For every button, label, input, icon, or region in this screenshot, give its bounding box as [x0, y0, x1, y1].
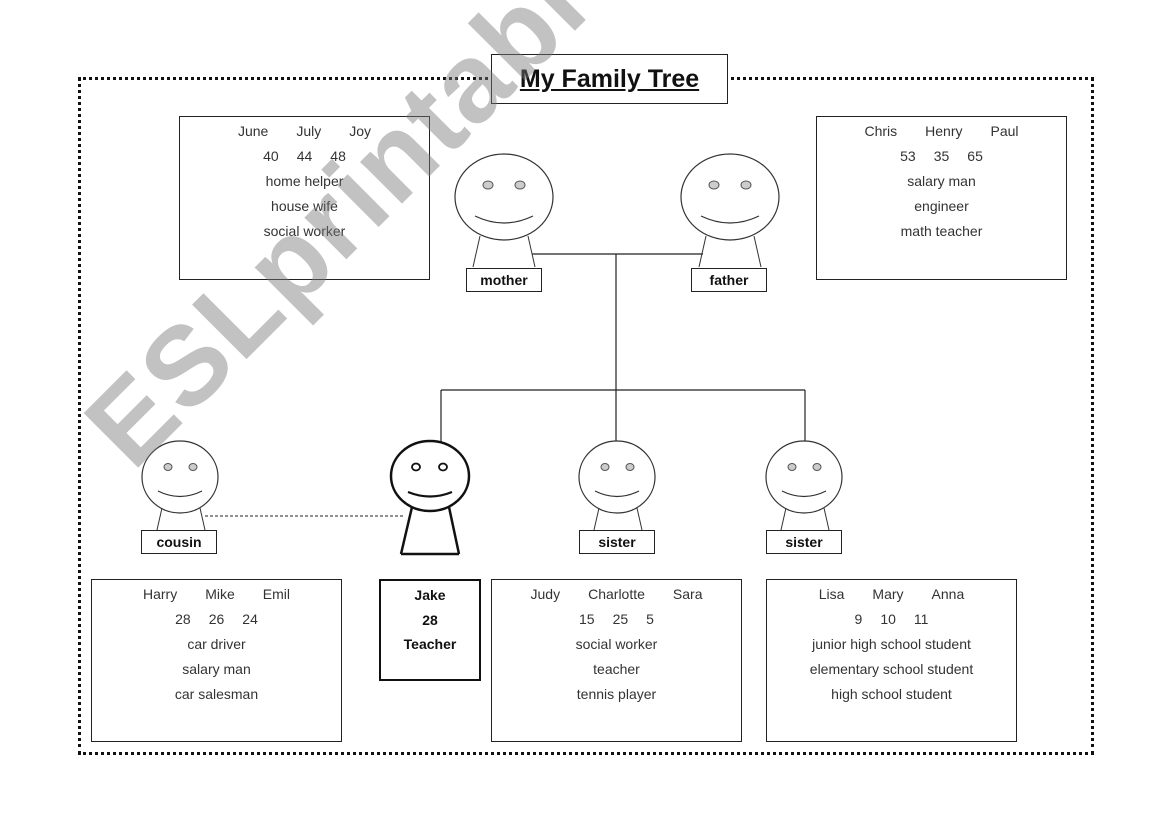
father-info-box: Chris Henry Paul 53 35 65 salary man eng… [816, 116, 1067, 280]
father-ages-row: 53 35 65 [817, 144, 1066, 169]
father-names-row: Chris Henry Paul [817, 119, 1066, 144]
sister1-name: Sara [672, 586, 703, 602]
sister2-age: 10 [880, 611, 896, 627]
mother-job: home helper [265, 173, 344, 189]
mother-names-row: June July Joy [180, 119, 429, 144]
mother-job: social worker [263, 223, 346, 239]
father-name: Henry [925, 123, 963, 139]
sister2-name: Mary [872, 586, 904, 602]
sister2-age: 11 [913, 611, 929, 627]
father-face-icon [680, 153, 780, 268]
father-label: father [691, 268, 767, 292]
sister1-age: 5 [646, 611, 654, 627]
sister2-job: elementary school student [809, 661, 974, 677]
page-title: My Family Tree [519, 64, 700, 93]
father-age: 35 [933, 148, 950, 164]
sister1-face-icon [578, 440, 656, 531]
cousin-age: 28 [175, 611, 191, 627]
sister2-face-icon [765, 440, 843, 531]
mother-job: house wife [271, 198, 338, 214]
cousin-job: car driver [187, 636, 246, 652]
mother-name: July [296, 123, 322, 139]
sister1-name: Judy [530, 586, 561, 602]
sister1-job: social worker [575, 636, 658, 652]
sister1-name: Charlotte [588, 586, 645, 602]
father-name: Paul [990, 123, 1019, 139]
mother-face-icon [454, 153, 554, 268]
father-job: math teacher [900, 223, 983, 239]
jake-name: Jake [414, 587, 446, 603]
sister2-job: junior high school student [812, 636, 971, 652]
mother-name: Joy [349, 123, 372, 139]
mother-name: June [237, 123, 269, 139]
sister1-job: teacher [593, 661, 640, 677]
mother-age: 44 [296, 148, 313, 164]
mother-ages-row: 40 44 48 [180, 144, 429, 169]
sister1-label: sister [579, 530, 655, 554]
sister1-age: 25 [612, 611, 629, 627]
sister2-label: sister [766, 530, 842, 554]
cousin-job: car salesman [174, 686, 259, 702]
sister1-age: 15 [579, 611, 595, 627]
cousin-age: 26 [208, 611, 225, 627]
mother-age: 48 [330, 148, 346, 164]
cousin-label: cousin [141, 530, 217, 554]
cousin-age: 24 [242, 611, 258, 627]
jake-face-icon [389, 439, 471, 556]
title-box: My Family Tree [491, 54, 728, 104]
mother-label: mother [466, 268, 542, 292]
jake-age: 28 [422, 611, 438, 628]
mother-age: 40 [263, 148, 279, 164]
cousin-name: Harry [142, 586, 178, 602]
sister2-age: 9 [854, 611, 863, 627]
mother-info-box: June July Joy 40 44 48 home helper house… [179, 116, 430, 280]
father-job: engineer [914, 198, 969, 214]
sister2-info-box: Lisa Mary Anna 9 10 11 junior high schoo… [766, 579, 1017, 742]
cousin-face-icon [141, 440, 219, 531]
sister1-ages-row: 15 25 5 [492, 607, 741, 632]
sister1-job: tennis player [576, 686, 657, 702]
father-age: 65 [967, 148, 983, 164]
jake-job: Teacher [403, 636, 457, 652]
sister2-names-row: Lisa Mary Anna [767, 582, 1016, 607]
father-age: 53 [900, 148, 916, 164]
cousin-name: Emil [262, 586, 291, 602]
cousin-name: Mike [205, 586, 235, 602]
father-job: salary man [907, 173, 976, 189]
cousin-ages-row: 28 26 24 [92, 607, 341, 632]
cousin-info-box: Harry Mike Emil 28 26 24 car driver sala… [91, 579, 342, 742]
cousin-names-row: Harry Mike Emil [92, 582, 341, 607]
cousin-job: salary man [182, 661, 251, 677]
sister1-names-row: Judy Charlotte Sara [492, 582, 741, 607]
sister2-name: Lisa [818, 586, 845, 602]
father-name: Chris [864, 123, 898, 139]
sister2-name: Anna [931, 586, 965, 602]
jake-info-box: Jake 28 Teacher [379, 579, 481, 681]
sister2-ages-row: 9 10 11 [767, 607, 1016, 632]
sister1-info-box: Judy Charlotte Sara 15 25 5 social worke… [491, 579, 742, 742]
sister2-job: high school student [831, 686, 952, 702]
